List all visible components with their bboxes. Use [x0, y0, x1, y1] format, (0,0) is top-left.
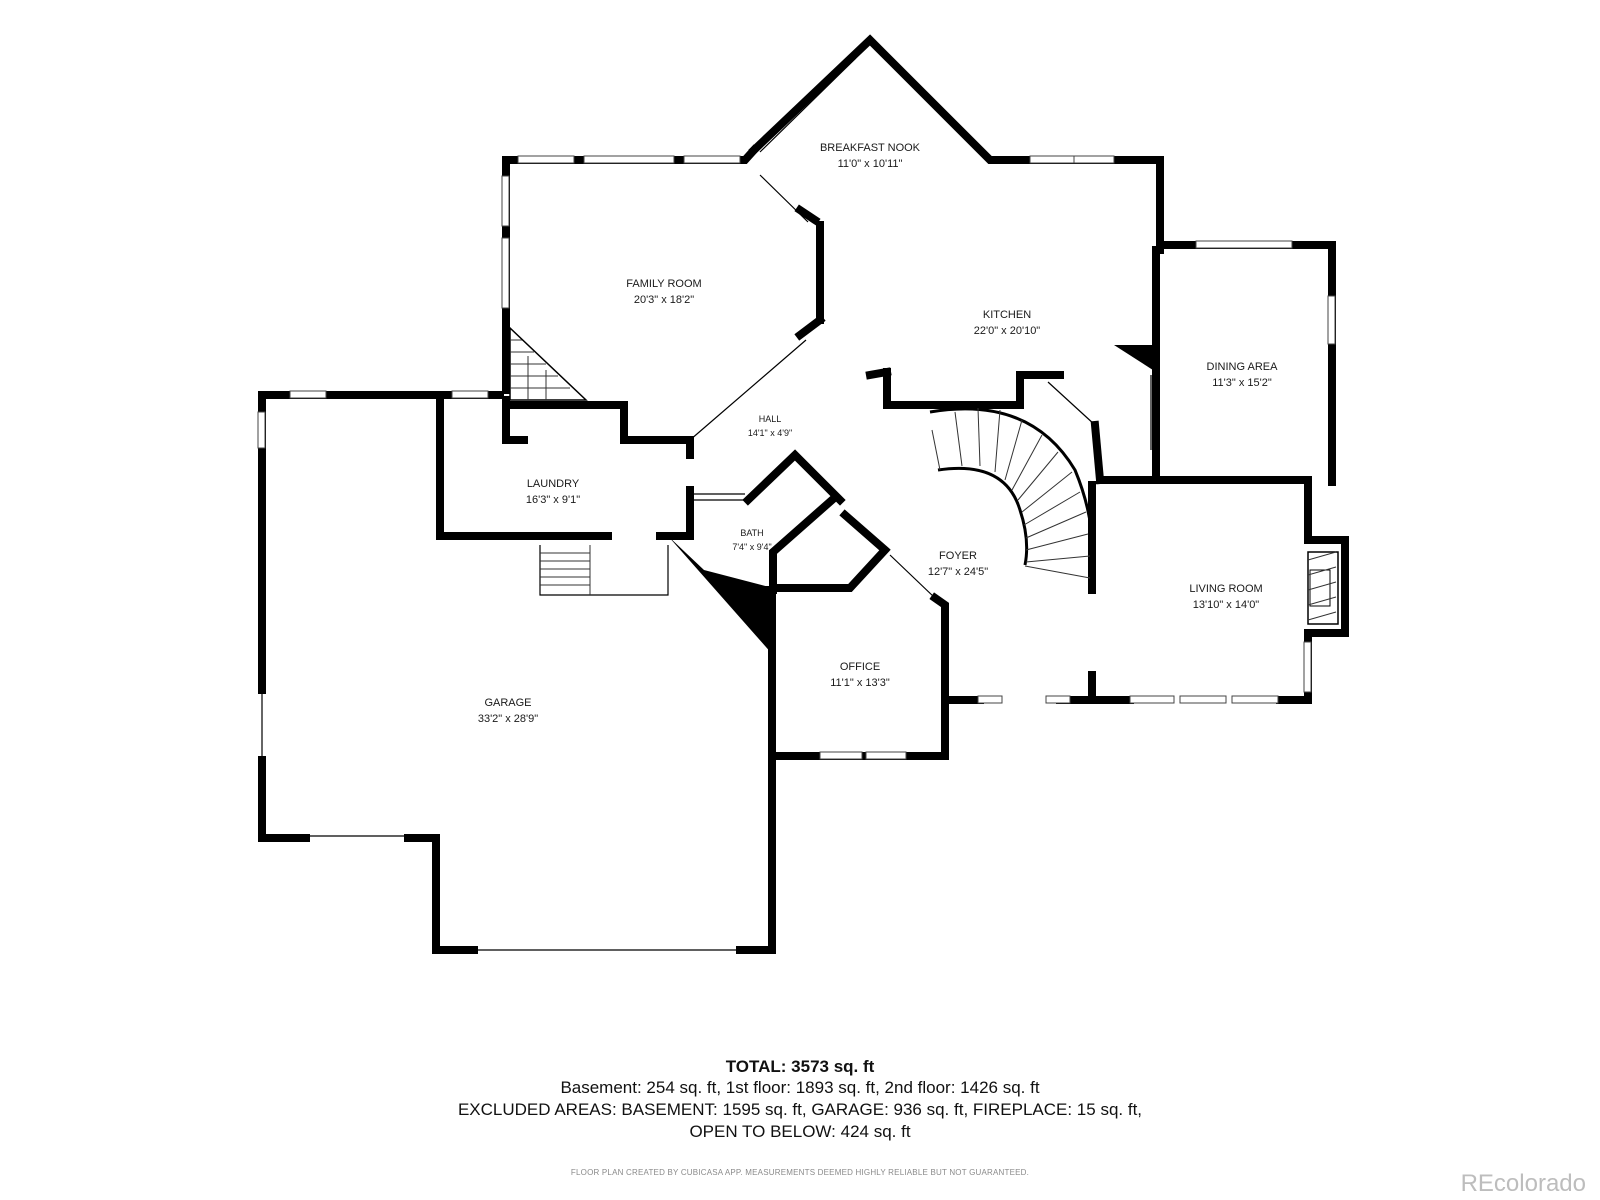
room-dimensions: 22'0" x 20'10" [974, 325, 1041, 337]
room-name: GARAGE [484, 697, 531, 709]
room-dimensions: 12'7" x 24'5" [928, 566, 988, 578]
family-room-stairs [509, 326, 588, 401]
disclaimer: FLOOR PLAN CREATED BY CUBICASA APP. MEAS… [570, 1168, 1030, 1177]
room-name: LAUNDRY [527, 478, 580, 490]
room-name: BREAKFAST NOOK [820, 142, 921, 154]
room-label-bath: BATH 7'4" x 9'4" [732, 528, 771, 552]
room-label-living-room: LIVING ROOM 13'10" x 14'0" [1189, 583, 1262, 611]
room-label-office: OFFICE 11'1" x 13'3" [830, 661, 890, 689]
room-dimensions: 16'3" x 9'1" [526, 494, 580, 506]
room-label-laundry: LAUNDRY 16'3" x 9'1" [526, 478, 580, 506]
garage-stairs [540, 545, 591, 595]
fireplace [1307, 551, 1339, 625]
room-label-foyer: FOYER 12'7" x 24'5" [928, 550, 988, 578]
room-dimensions: 13'10" x 14'0" [1193, 599, 1260, 611]
total-area: TOTAL: 3573 sq. ft [725, 1057, 875, 1076]
floor-areas: Basement: 254 sq. ft, 1st floor: 1893 sq… [560, 1078, 1040, 1097]
room-name: HALL [759, 414, 782, 424]
room-dimensions: 33'2" x 28'9" [478, 713, 538, 725]
windows [257, 57, 1336, 951]
room-dimensions: 7'4" x 9'4" [732, 542, 771, 552]
open-to-below: OPEN TO BELOW: 424 sq. ft [689, 1122, 911, 1141]
room-name: OFFICE [840, 661, 880, 673]
room-label-dining-area: DINING AREA 11'3" x 15'2" [1207, 361, 1279, 389]
spiral-staircase [929, 407, 1095, 589]
room-label-kitchen: KITCHEN 22'0" x 20'10" [974, 309, 1041, 337]
wall-wedges [668, 345, 1156, 655]
room-dimensions: 20'3" x 18'2" [634, 294, 694, 306]
room-label-garage: GARAGE 33'2" x 28'9" [478, 697, 538, 725]
room-dimensions: 14'1" x 4'9" [748, 428, 792, 438]
room-name: FAMILY ROOM [626, 278, 701, 290]
room-dimensions: 11'3" x 15'2" [1212, 377, 1272, 389]
room-name: LIVING ROOM [1189, 583, 1262, 595]
room-dimensions: 11'0" x 10'11" [838, 158, 903, 170]
room-name: BATH [740, 528, 763, 538]
room-label-family-room: FAMILY ROOM 20'3" x 18'2" [626, 278, 701, 306]
room-label-hall: HALL 14'1" x 4'9" [748, 414, 792, 438]
excluded-areas: EXCLUDED AREAS: BASEMENT: 1595 sq. ft, G… [457, 1100, 1143, 1119]
area-summary: TOTAL: 3573 sq. ft Basement: 254 sq. ft,… [300, 1056, 1300, 1143]
room-name: FOYER [939, 550, 977, 562]
room-name: KITCHEN [983, 309, 1031, 321]
thin-walls [690, 174, 1152, 501]
room-label-breakfast-nook: BREAKFAST NOOK 11'0" x 10'11" [820, 142, 921, 170]
room-dimensions: 11'1" x 13'3" [830, 677, 890, 689]
room-name: DINING AREA [1207, 361, 1279, 373]
walls [258, 34, 1349, 954]
watermark-logo: REcolorado [1460, 1170, 1586, 1197]
